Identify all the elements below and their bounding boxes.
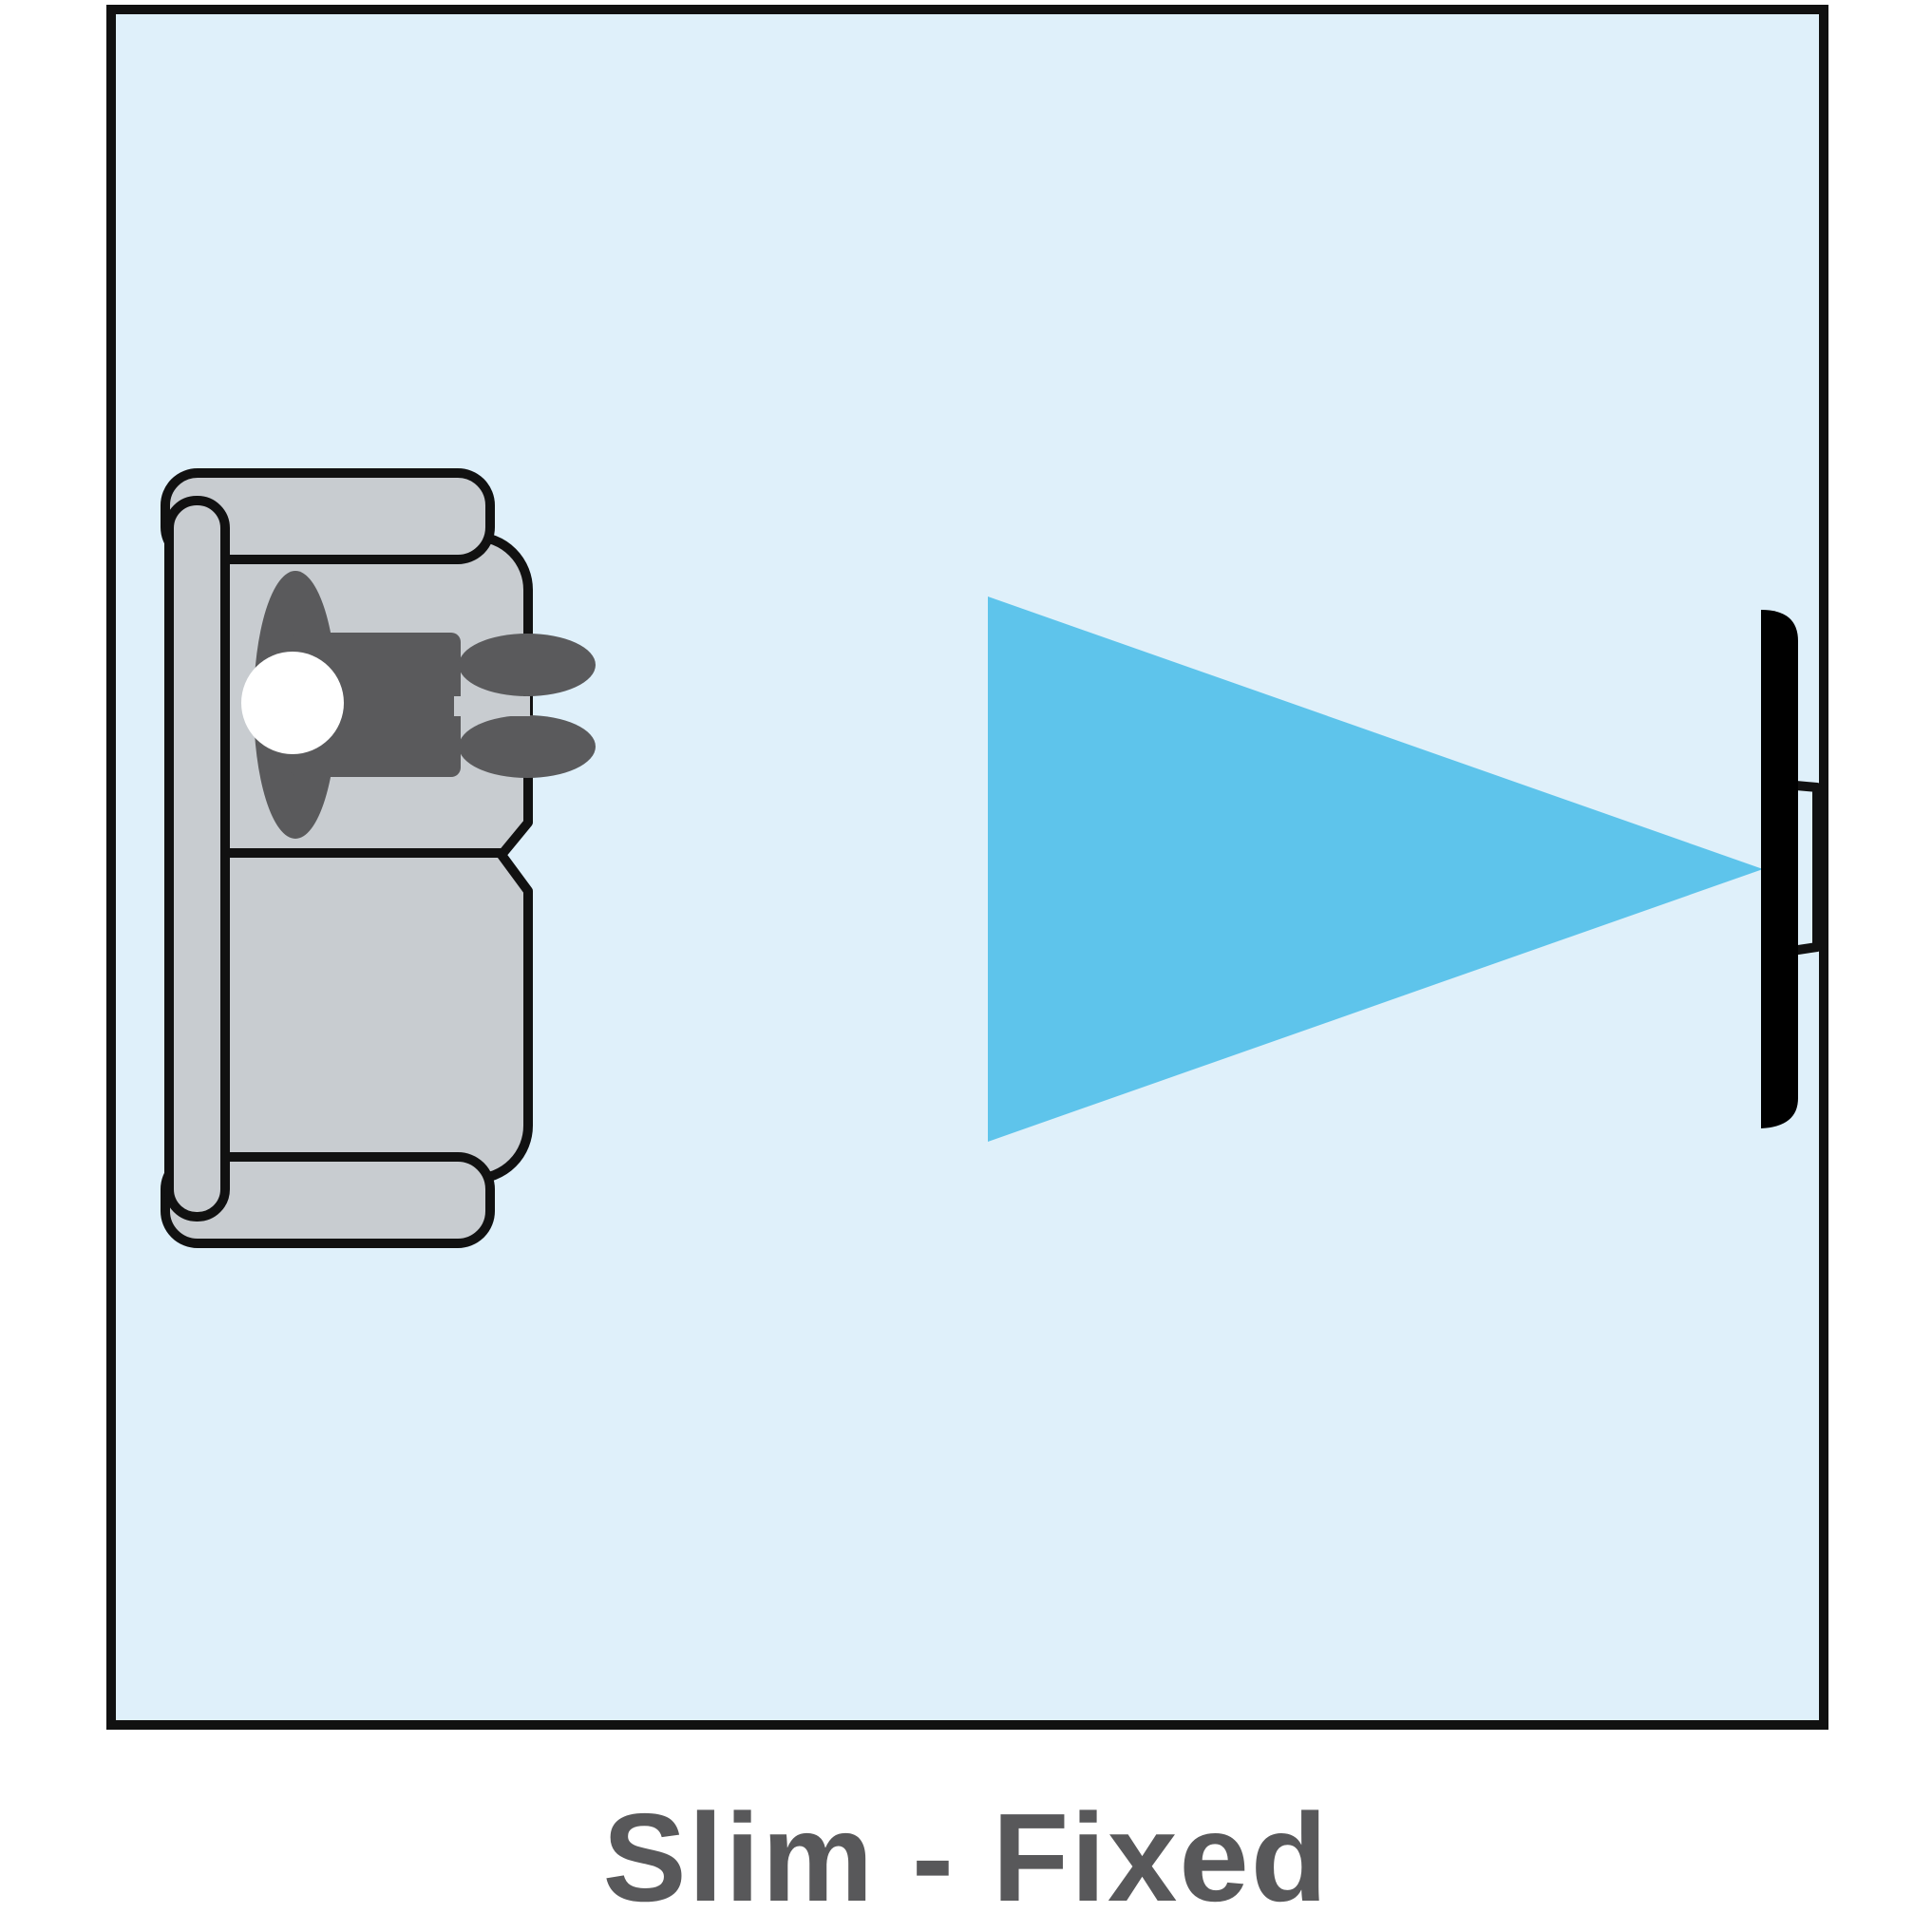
sofa-backrest xyxy=(164,496,230,1222)
person-head xyxy=(241,652,344,754)
diagram-caption: Slim - Fixed xyxy=(602,1788,1330,1927)
sofa-arm-bottom xyxy=(161,1152,495,1248)
person-foot-bottom xyxy=(459,715,596,778)
tv-screen xyxy=(1761,610,1798,1128)
person-foot-top xyxy=(459,634,596,696)
person-leg-gap xyxy=(454,696,530,716)
person-legs xyxy=(290,633,461,777)
sofa-icon xyxy=(161,468,533,1248)
viewing-angle-icon xyxy=(988,597,1763,1142)
sofa-arm-top xyxy=(161,468,495,564)
tv-bracket xyxy=(1785,780,1822,957)
seated-person-icon xyxy=(241,571,596,839)
wall-mounted-tv-icon xyxy=(1761,610,1822,1128)
